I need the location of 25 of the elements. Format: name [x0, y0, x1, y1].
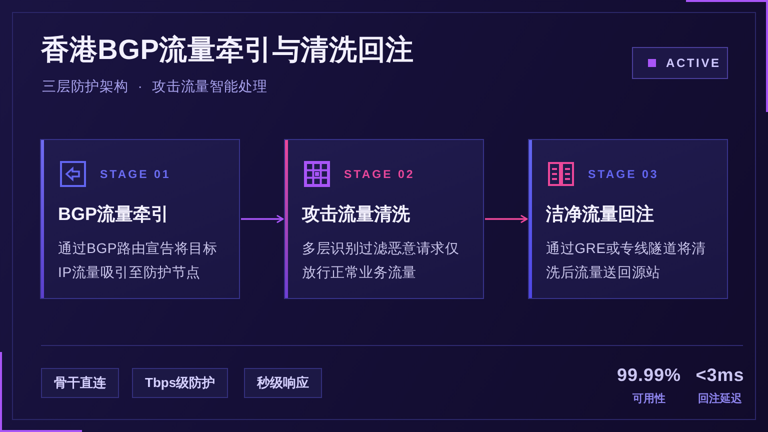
title: 香港BGP流量牵引与清洗回注 — [41, 33, 414, 67]
feature-tag: Tbps级防护 — [132, 368, 228, 398]
stat-value: <3ms — [696, 364, 744, 387]
stage-card — [40, 139, 240, 299]
stat-caption: 可用性 — [632, 392, 666, 407]
stage-heading: 洁净流量回注 — [546, 203, 654, 226]
stage-label: STAGE 01 — [100, 168, 171, 183]
stage-description: 多层识别过滤恶意请求仅放行正常业务流量 — [302, 239, 460, 282]
arrow — [241, 215, 284, 223]
feature-tag: 秒级响应 — [244, 368, 322, 398]
stage-description: 通过GRE或专线隧道将清洗后流量送回源站 — [546, 239, 707, 282]
stage-heading: 攻击流量清洗 — [302, 203, 410, 226]
stat-value: 99.99% — [616, 364, 682, 387]
subtitle: 三层防护架构 · 攻击流量智能处理 — [42, 77, 268, 96]
feature-tag: 骨干直连 — [41, 368, 119, 398]
stage-label: STAGE 03 — [588, 168, 659, 183]
stage-card — [284, 139, 484, 299]
status-badge — [632, 47, 728, 79]
stat-caption: 回注延迟 — [698, 392, 742, 407]
stage-label: STAGE 02 — [344, 168, 415, 183]
badge-label: ACTIVE — [666, 55, 721, 71]
stage-description: 通过BGP路由宣告将目标IP流量吸引至防护节点 — [58, 239, 218, 282]
stage-card — [528, 139, 728, 299]
arrow — [485, 215, 528, 223]
stage-heading: BGP流量牵引 — [58, 203, 170, 226]
